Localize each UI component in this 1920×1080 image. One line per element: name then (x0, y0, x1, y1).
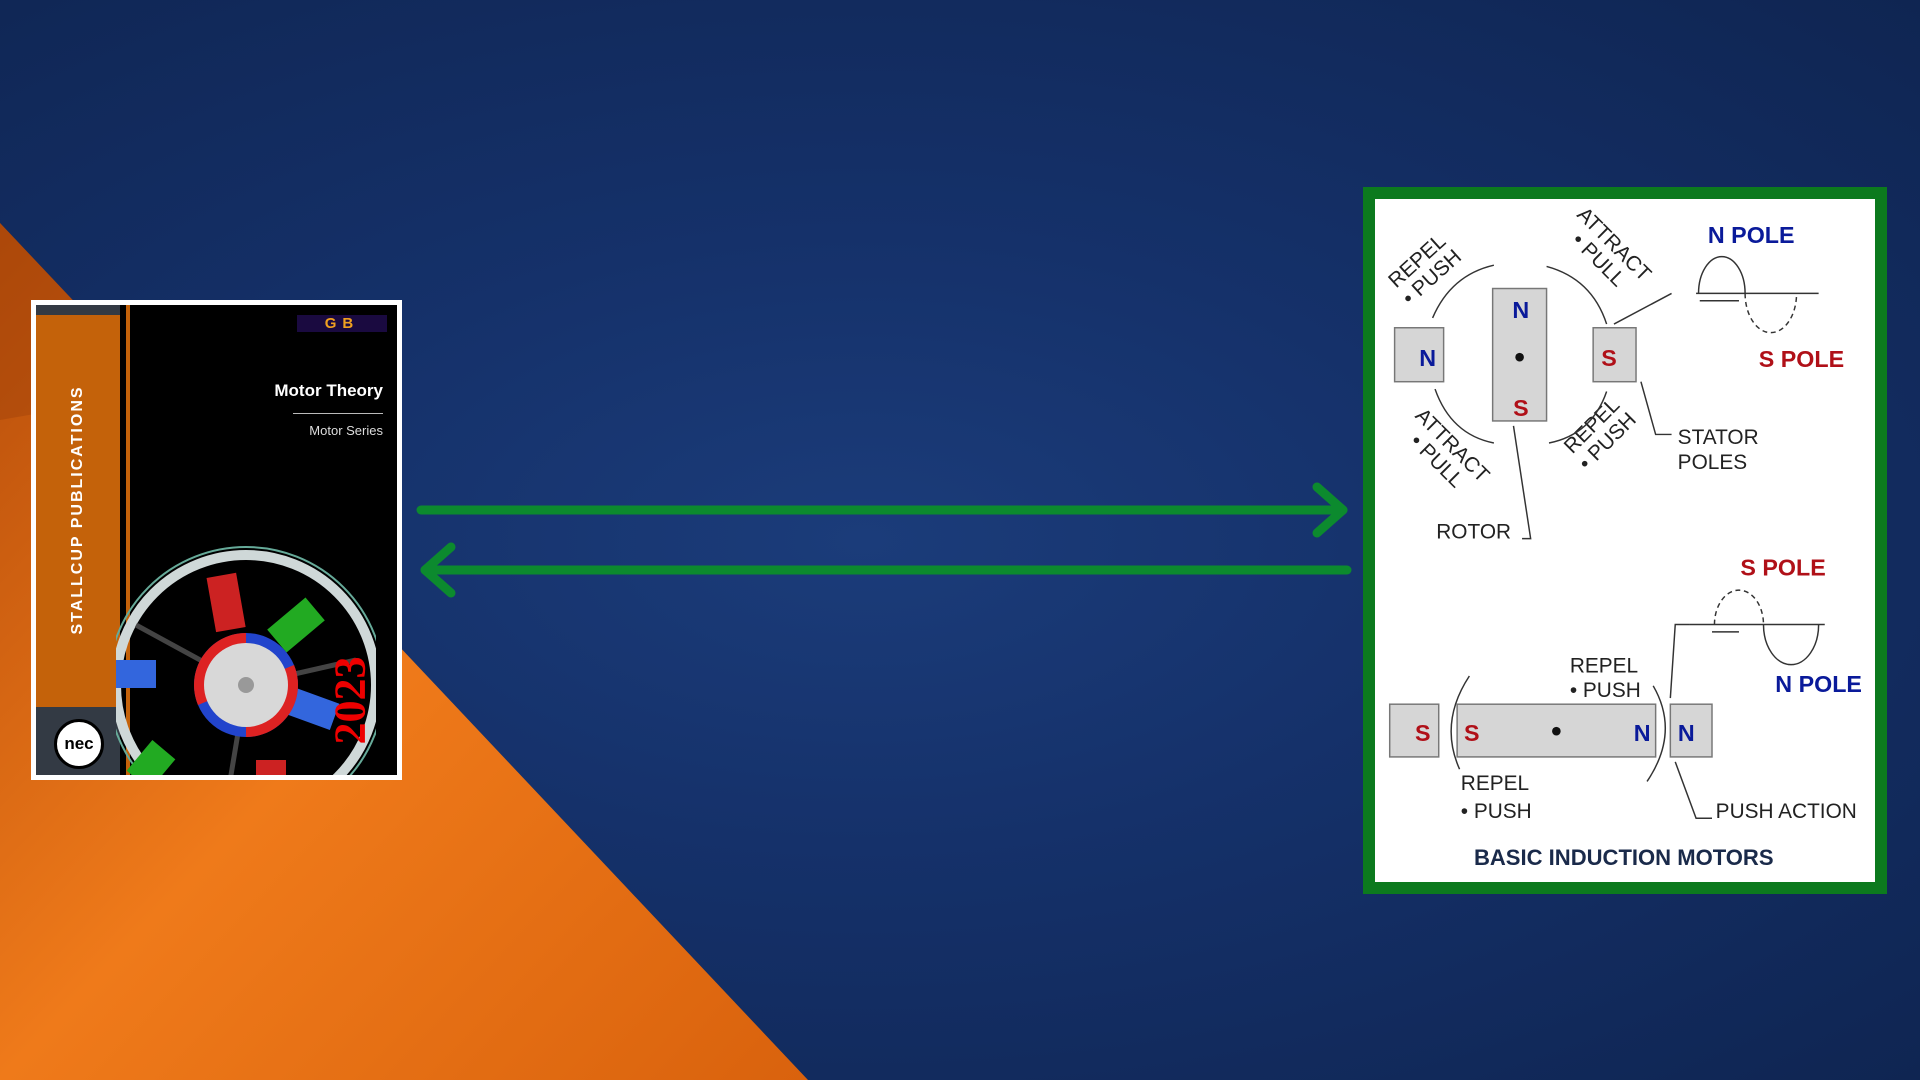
diagram-label: N POLE (1775, 671, 1862, 697)
gb-logo: GB (297, 315, 387, 332)
right-arrow-icon (416, 482, 1348, 538)
diagram-label: • PUSH (1461, 800, 1532, 823)
book-series: Motor Series (309, 423, 383, 438)
nec-logo: nec (54, 719, 104, 769)
book-title: Motor Theory (274, 381, 383, 400)
spine-divider (126, 305, 130, 775)
diagram-label: PUSH ACTION (1716, 800, 1857, 823)
diagram-label: N (1678, 720, 1695, 746)
title-divider (293, 413, 383, 414)
induction-motor-diagram: N S N S S S N N N POLE S POLE S POLE N P… (1375, 199, 1875, 882)
left-stator (1393, 327, 1445, 383)
diagram-label: S (1513, 395, 1529, 421)
diagram-label: STATOR (1678, 426, 1759, 449)
diagram-label: S (1464, 720, 1480, 746)
left-arrow-icon (420, 542, 1352, 598)
diagram-label: • PUSH (1570, 679, 1641, 702)
diagram-label: S (1601, 345, 1617, 371)
right-stator (1592, 327, 1637, 383)
diagram-label: N (1419, 345, 1436, 371)
diagram-label: REPEL (1461, 772, 1529, 795)
diagram-label: S (1415, 720, 1431, 746)
diagram-label: S POLE (1759, 346, 1844, 372)
diagram-label: REPEL (1570, 654, 1638, 677)
motor-illustration (116, 546, 376, 775)
diagram-frame: N S N S S S N N N POLE S POLE S POLE N P… (1363, 187, 1887, 894)
diagram-label: N (1634, 720, 1651, 746)
diagram-label: POLES (1678, 451, 1747, 474)
diagram-label: S POLE (1740, 554, 1825, 580)
diagram-title: BASIC INDUCTION MOTORS (1474, 845, 1774, 870)
diagram-label: N POLE (1708, 222, 1795, 248)
left-stator-bottom (1388, 703, 1440, 758)
bidirectional-arrows (416, 482, 1352, 598)
diagram-label: N (1512, 297, 1529, 323)
book-cover[interactable]: STALLCUP PUBLICATIONS nec GB Motor Theor… (31, 300, 402, 780)
spine-band (36, 315, 120, 707)
diagram-label: ROTOR (1436, 521, 1511, 544)
publisher-label: STALLCUP PUBLICATIONS (69, 385, 86, 635)
book-year: 2023 (325, 656, 375, 745)
right-stator-bottom (1669, 703, 1713, 758)
